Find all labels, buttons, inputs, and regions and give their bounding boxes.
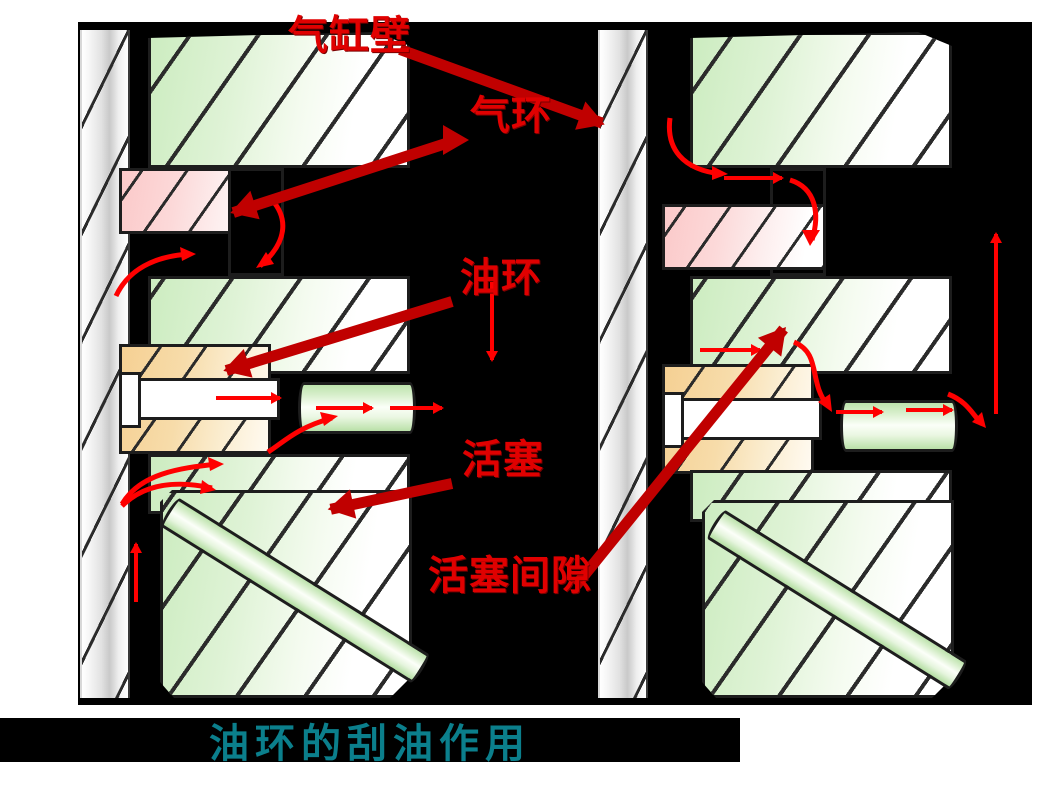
cylinder-wall-right [598,30,648,698]
label-piston-gap: 活塞间隙 [428,553,592,599]
cylinder-wall-left [80,30,130,698]
oil-flow-arrow-r2 [700,348,760,352]
oil-ring-slot-tab-right [662,392,684,448]
oil-flow-curve-2 [248,196,308,272]
piston-crown-left [148,32,410,168]
label-cylinder-wall: 气缸壁 [288,13,411,59]
oil-flow-curve-3 [262,398,342,456]
oil-ring-slot-right [670,398,822,440]
oil-ring-slot-tab-left [119,372,141,428]
label-oil-ring: 油环 [460,255,542,301]
oil-flow-arrow-r1 [724,176,782,180]
title-banner: 油环的刮油作用 [0,718,740,767]
oil-flow-arrow-slot-left [216,396,280,400]
oil-flow-curve-r2 [786,177,842,250]
oil-flow-curve-4 [118,452,228,510]
oil-flow-arrow-r4 [906,408,952,412]
piston-land-right [690,276,952,374]
oil-flow-arrow-rod-left [316,406,372,410]
oil-flow-curve-r1 [660,114,740,186]
oil-up-arrow-right [994,234,998,414]
oil-return-arrow-left [134,544,138,602]
gas-ring-right [662,204,826,270]
piston-crown-right [690,32,952,168]
oil-flow-arrow-rodend-left [390,406,442,410]
oil-flow-curve-1 [110,240,200,300]
oil-flow-curve-r4 [946,390,992,432]
oil-flow-arrow-r3 [836,410,882,414]
label-piston: 活塞 [462,437,544,483]
oil-flow-curve-5 [120,470,220,512]
banner-title: 油环的刮油作用 [209,721,531,767]
label-gas-ring: 气环 [470,93,552,139]
oil-flow-curve-r3 [790,339,854,422]
